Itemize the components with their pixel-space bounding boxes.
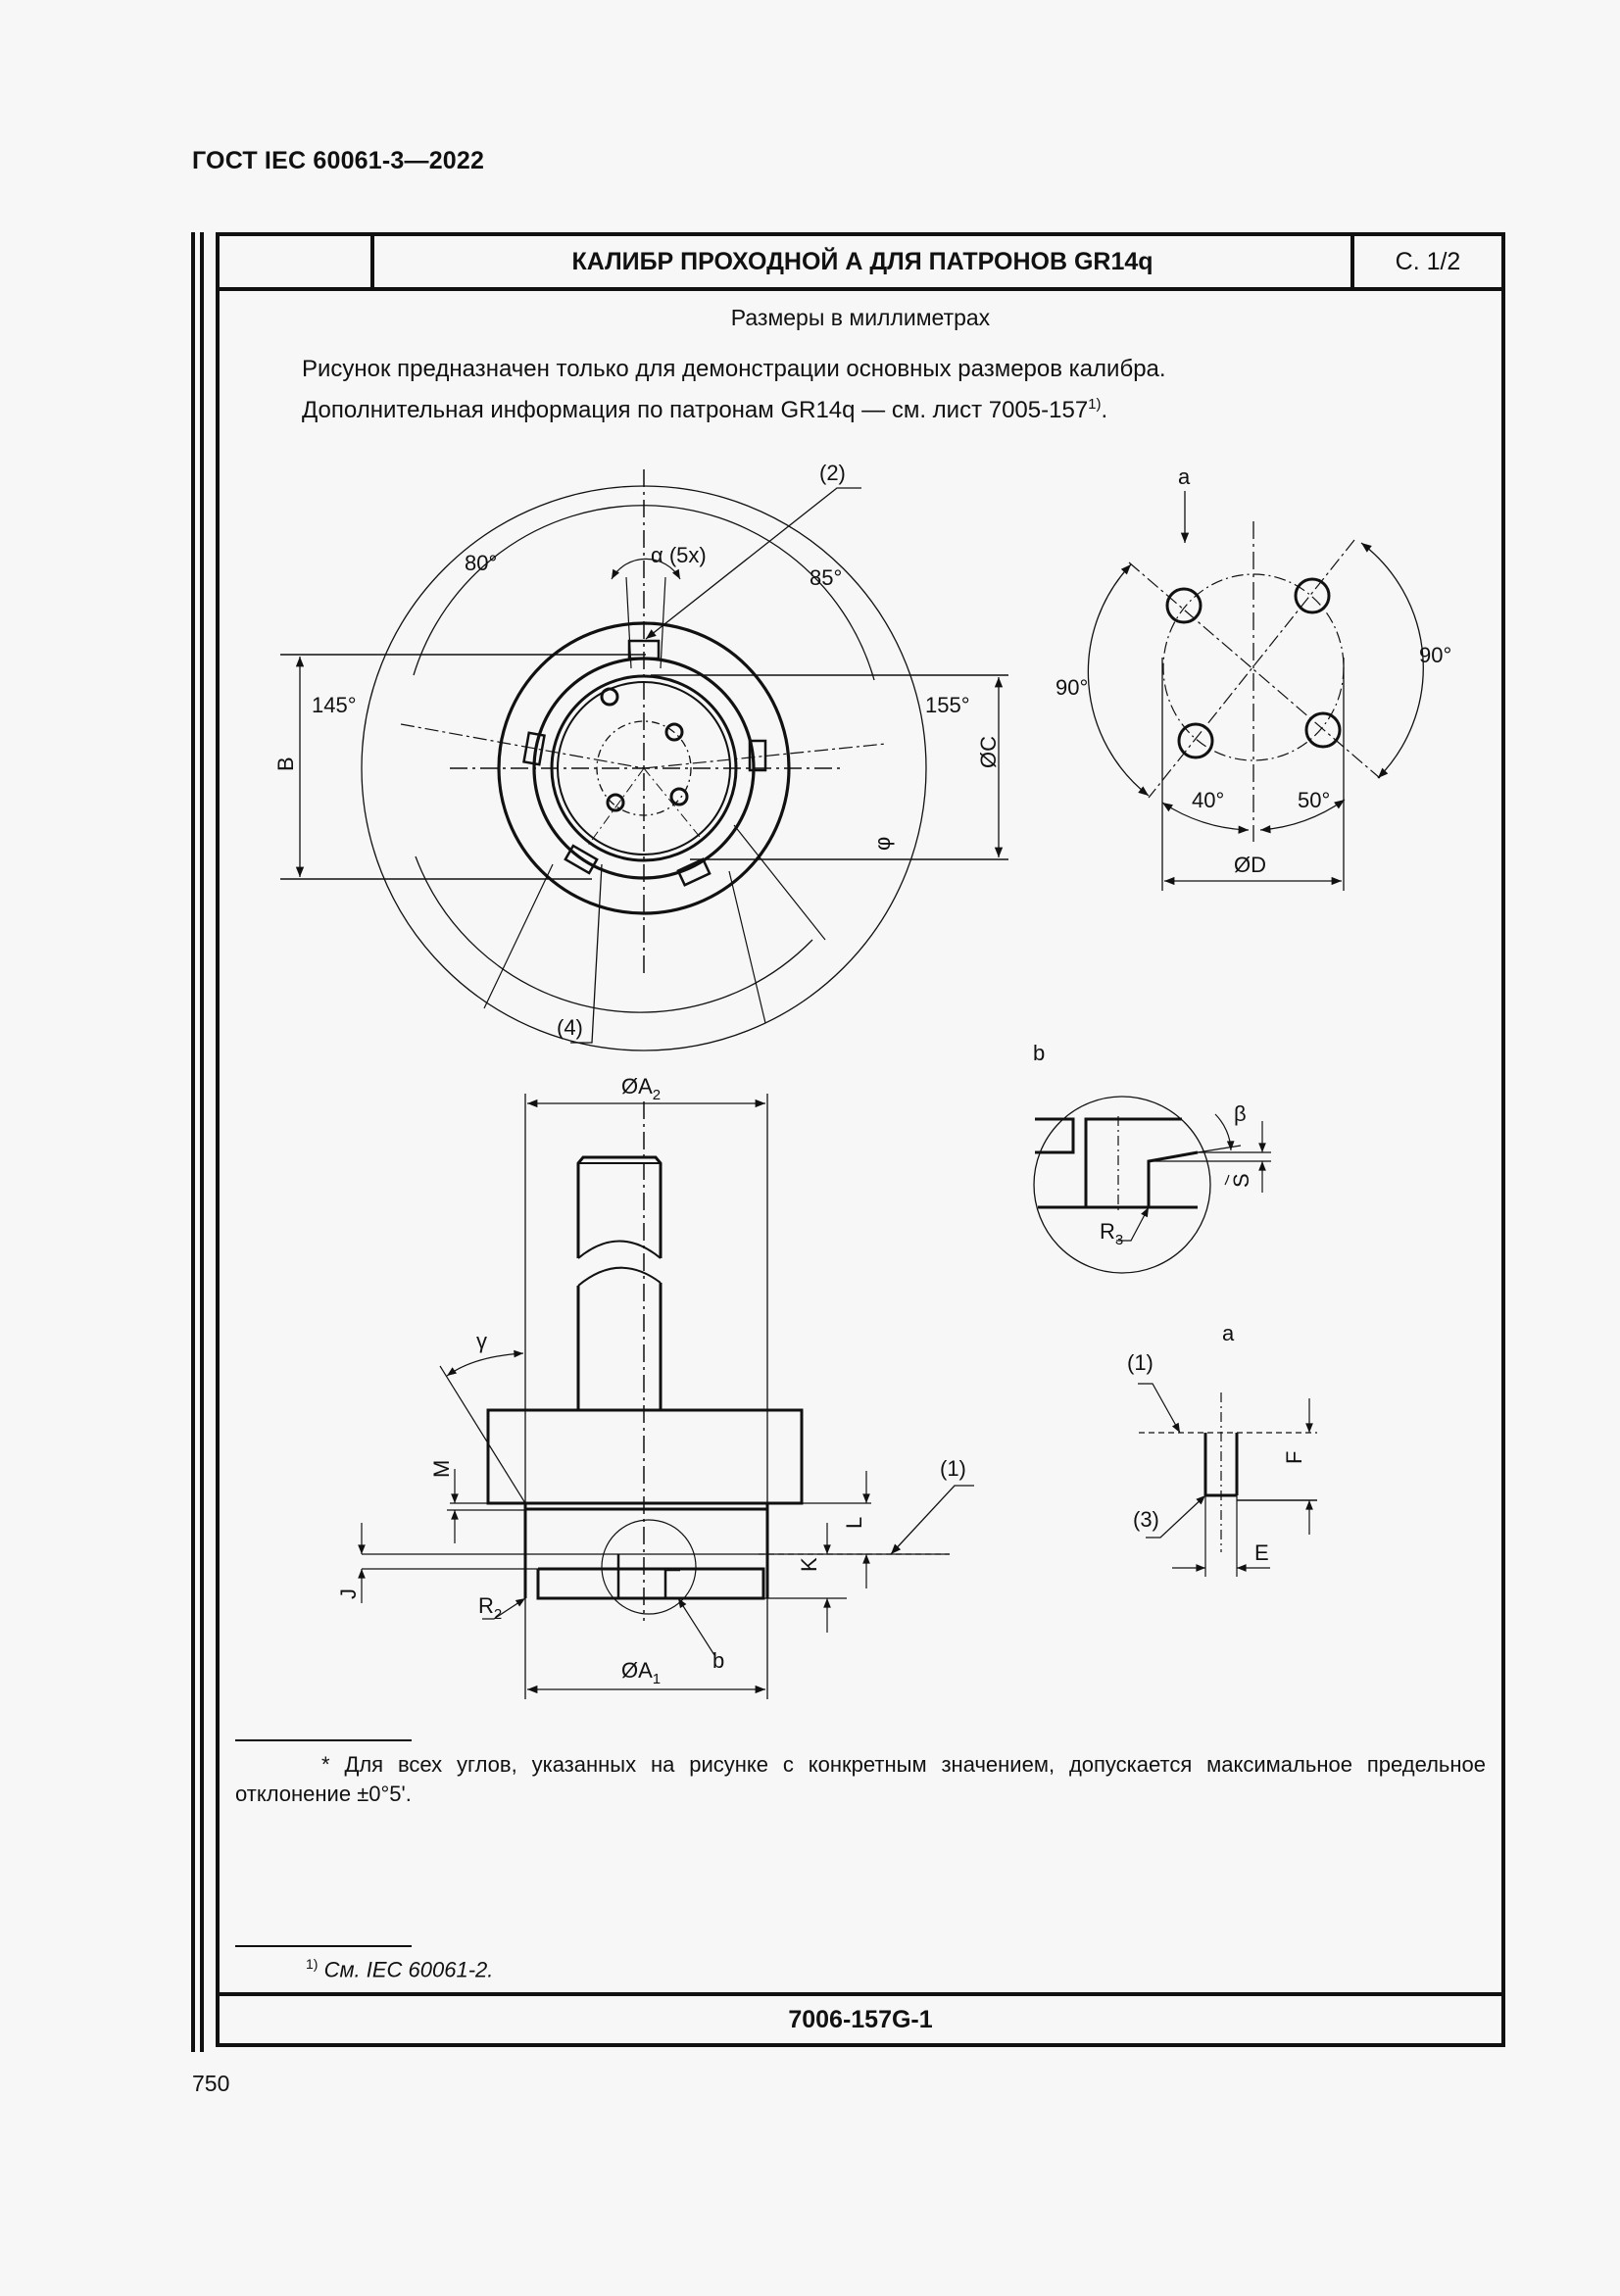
intro-line-2: Дополнительная информация по патронам GR… <box>302 396 1108 423</box>
alpha-label: α (5x) <box>651 543 707 567</box>
radius-R2: R2 <box>478 1593 502 1623</box>
standard-id: ГОСТ IEC 60061-3—2022 <box>192 147 485 174</box>
angle-90-left: 90° <box>1055 675 1088 700</box>
hole-pattern-view <box>1087 491 1424 891</box>
dim-J: J <box>336 1588 361 1599</box>
angle-155: 155° <box>925 693 970 717</box>
sheet-code: 7006-157G-1 <box>220 1992 1501 2043</box>
intro-line-1: Рисунок предназначен только для демонстр… <box>302 356 1166 382</box>
callout-4: (4) <box>557 1015 583 1040</box>
side-view-labels: ØA2 γ M L K J R2 b ØA1 (1) <box>336 1074 966 1687</box>
footnote-rule <box>235 1945 412 1947</box>
phi-label: φ <box>870 837 895 851</box>
binding-margin-line <box>200 232 204 2052</box>
view-a-label: a <box>1178 464 1191 489</box>
angle-50: 50° <box>1298 788 1330 812</box>
gamma-label: γ <box>476 1329 487 1353</box>
binding-margin-line <box>191 232 195 2052</box>
beta-label: β <box>1234 1101 1247 1126</box>
dim-E: E <box>1254 1540 1269 1565</box>
dim-F: F <box>1282 1451 1306 1464</box>
sheet-header: КАЛИБР ПРОХОДНОЙ А ДЛЯ ПАТРОНОВ GR14q С.… <box>220 236 1501 291</box>
sheet-page: С. 1/2 <box>1395 247 1461 275</box>
angle-40: 40° <box>1192 788 1224 812</box>
footnote-rule <box>235 1739 412 1741</box>
detail-b-ref: b <box>712 1648 724 1673</box>
front-view-labels: (2) α (5x) 80° 85° 145° 155° φ B ØC (4) <box>273 461 1001 1040</box>
sheet-title: КАЛИБР ПРОХОДНОЙ А ДЛЯ ПАТРОНОВ GR14q <box>374 236 1354 287</box>
sheet-frame: КАЛИБР ПРОХОДНОЙ А ДЛЯ ПАТРОНОВ GR14q С.… <box>216 232 1505 2047</box>
callout-1-detail: (1) <box>1127 1350 1154 1375</box>
dim-A2: ØA2 <box>621 1074 661 1103</box>
callout-1: (1) <box>940 1456 966 1481</box>
dim-M: M <box>429 1460 454 1478</box>
radius-R3: R3 <box>1100 1219 1123 1248</box>
page-number: 750 <box>192 2071 230 2096</box>
detail-a-title: a <box>1222 1321 1235 1345</box>
footnote-star: * Для всех углов, указанных на рисунке с… <box>235 1752 1486 1806</box>
dim-A1: ØA1 <box>621 1658 661 1687</box>
technical-drawing: (2) α (5x) 80° 85° 145° 155° φ B ØC (4) <box>273 461 1451 1699</box>
detail-a-labels: a (1) (3) F E <box>1127 1321 1306 1565</box>
callout-3: (3) <box>1133 1507 1159 1532</box>
dim-B: B <box>273 757 298 771</box>
detail-b-title: b <box>1033 1041 1045 1065</box>
front-view <box>280 469 1008 1051</box>
detail-b-view <box>1033 1096 1271 1274</box>
callout-2: (2) <box>819 461 846 485</box>
angle-85: 85° <box>810 565 842 590</box>
intro-note: Рисунок предназначен только для демонстр… <box>302 352 1166 428</box>
header-blank-cell <box>220 236 374 287</box>
dim-K: K <box>797 1557 821 1572</box>
units-note: Размеры в миллиметрах <box>730 305 991 330</box>
side-view <box>358 1094 974 1699</box>
footnote-ref: 1) <box>1088 396 1102 413</box>
dim-D: ØD <box>1234 853 1266 877</box>
dim-L: L <box>842 1517 866 1529</box>
footnote-ref-1: 1) См. IEC 60061-2. <box>306 1956 494 1982</box>
detail-a-view <box>1138 1383 1317 1577</box>
hole-pattern-labels: a 90° 90° 40° 50° ØD <box>1055 464 1451 877</box>
angle-145: 145° <box>312 693 357 717</box>
angle-80: 80° <box>465 551 497 575</box>
angle-90-right: 90° <box>1419 643 1451 667</box>
dim-S: S <box>1229 1173 1253 1188</box>
detail-b-labels: b β S R3 <box>1033 1041 1253 1248</box>
dim-C: ØC <box>976 736 1001 768</box>
